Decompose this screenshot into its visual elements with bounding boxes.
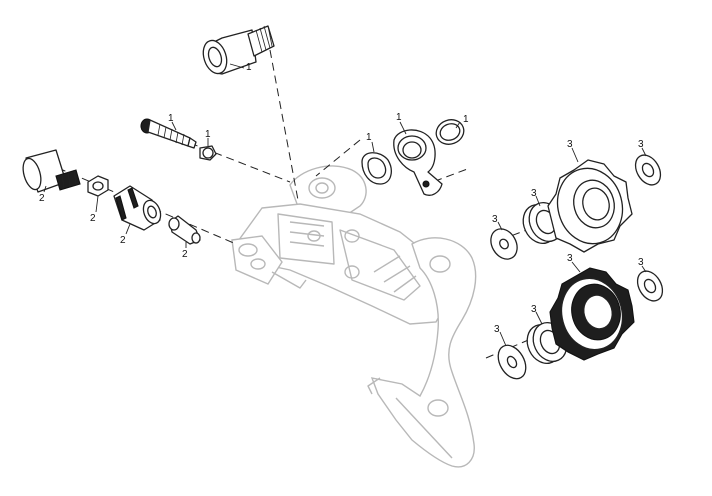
callout-bushing: 1: [396, 112, 402, 123]
callout-pivot-bolt: 1: [246, 62, 252, 73]
cable-ferrule: [168, 215, 201, 245]
leader-lines: [43, 63, 647, 347]
callout-barrel-cap: 2: [39, 193, 45, 204]
upper-pulley-wheel: [547, 159, 633, 253]
barrel-cap: [22, 149, 67, 193]
callout-cable-ferrule: 2: [182, 249, 188, 260]
callout-small-nut: 1: [205, 129, 211, 140]
b-tension-bushing: [393, 129, 443, 196]
callout-upper-washer-right: 3: [638, 139, 644, 150]
lower-pulley-wheel: [549, 267, 635, 361]
callout-hanger-bolt: 1: [168, 113, 174, 124]
callout-lower-bearing: 3: [531, 304, 537, 315]
barrel-adjuster: [113, 185, 162, 231]
upper-pulley-washer-right: [634, 154, 662, 186]
callout-lower-pulley: 3: [567, 253, 573, 264]
pivot-bolt: [202, 25, 275, 75]
callout-o-ring-right: 1: [463, 114, 469, 125]
adjuster-screw: [55, 169, 81, 191]
callout-upper-bearing: 3: [531, 188, 537, 199]
upper-pulley-washer-left: [490, 228, 518, 260]
callout-upper-washer-left: 3: [492, 214, 498, 225]
lower-pulley-washer-left: [497, 344, 527, 380]
lock-nut: [87, 175, 109, 197]
callout-upper-pulley: 3: [567, 139, 573, 150]
callout-lower-washer-left: 3: [494, 324, 500, 335]
callout-lower-washer-right: 3: [638, 257, 644, 268]
callout-barrel-adjuster: 2: [120, 235, 126, 246]
lower-pulley-washer-right: [636, 270, 664, 302]
callout-lock-nut: 2: [90, 213, 96, 224]
o-ring-left: [361, 152, 392, 185]
hanger-bolt: [140, 118, 197, 149]
callout-o-ring-left: 1: [366, 132, 372, 143]
small-nut: [199, 145, 217, 161]
derailleur-body-ghost: [231, 165, 477, 468]
callout-labels: 1 1 1 1 1 1 2 2 2 2 3 3 3 3 3 3 3 3: [39, 62, 644, 335]
